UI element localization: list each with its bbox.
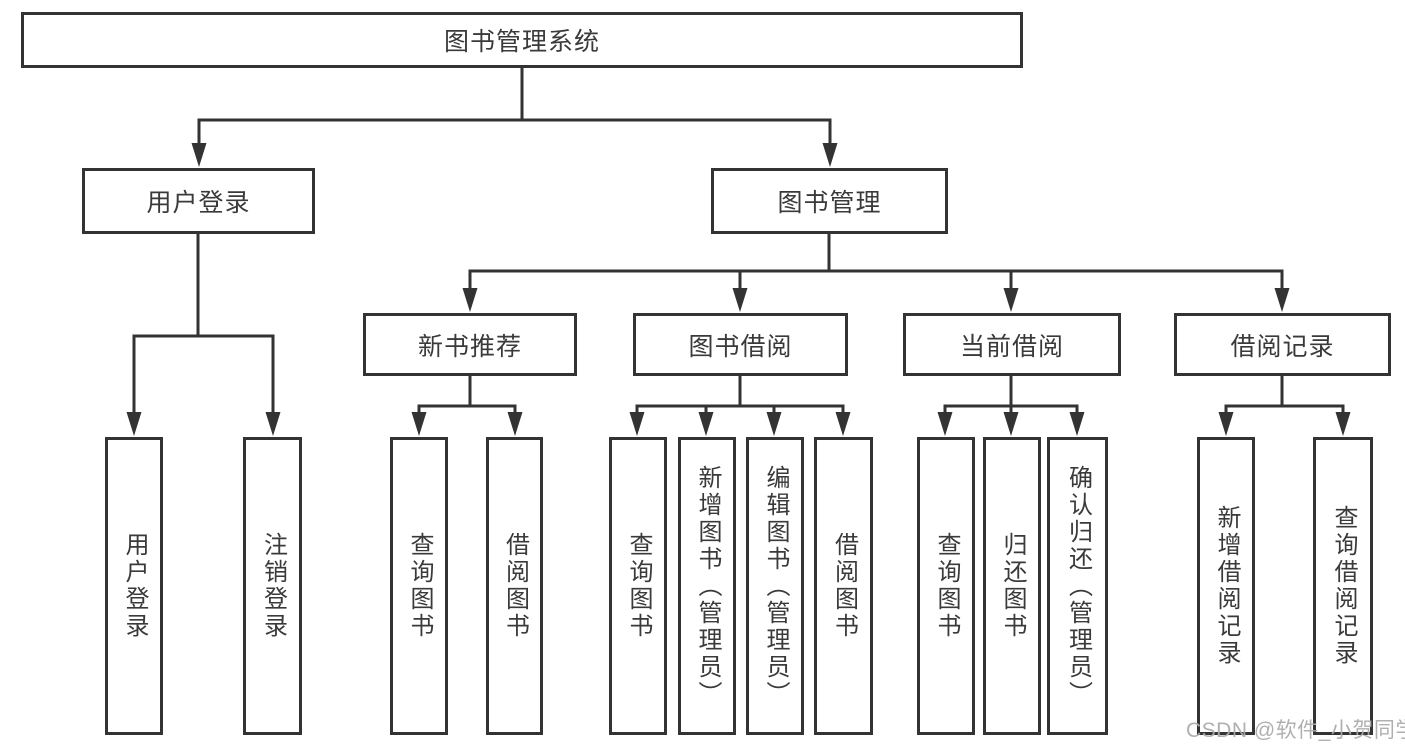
node-user-login: 用户登录: [82, 168, 315, 234]
leaf-query-books-recommend: 查询图书: [390, 437, 448, 735]
node-new-book-recommendation: 新书推荐: [363, 313, 577, 376]
leaf-borrow-books: 借阅图书: [814, 437, 873, 735]
leaf-logout: 注销登录: [243, 437, 302, 735]
leaf-query-books-borrow: 查询图书: [609, 437, 667, 735]
leaf-confirm-return-admin: 确认归还（管理员）: [1047, 437, 1108, 735]
leaf-return-book: 归还图书: [983, 437, 1041, 735]
leaf-query-books-current: 查询图书: [917, 437, 975, 735]
leaf-add-borrow-record: 新增借阅记录: [1197, 437, 1255, 735]
node-borrowing-records: 借阅记录: [1174, 313, 1391, 376]
node-library-system: 图书管理系统: [21, 12, 1023, 68]
leaf-borrow-books-recommend: 借阅图书: [486, 437, 543, 735]
node-book-borrowing: 图书借阅: [633, 313, 848, 376]
leaf-edit-book-admin: 编辑图书（管理员）: [746, 437, 804, 735]
leaf-add-book-admin: 新增图书（管理员）: [678, 437, 736, 735]
leaf-user-login: 用户登录: [105, 437, 163, 735]
arrowhead-icons: [126, 143, 1351, 436]
node-current-borrowing: 当前借阅: [903, 313, 1121, 376]
leaf-query-borrow-record: 查询借阅记录: [1313, 437, 1373, 735]
node-book-management: 图书管理: [711, 168, 948, 234]
watermark-text: CSDN @软件_小贺同学: [1186, 719, 1405, 742]
